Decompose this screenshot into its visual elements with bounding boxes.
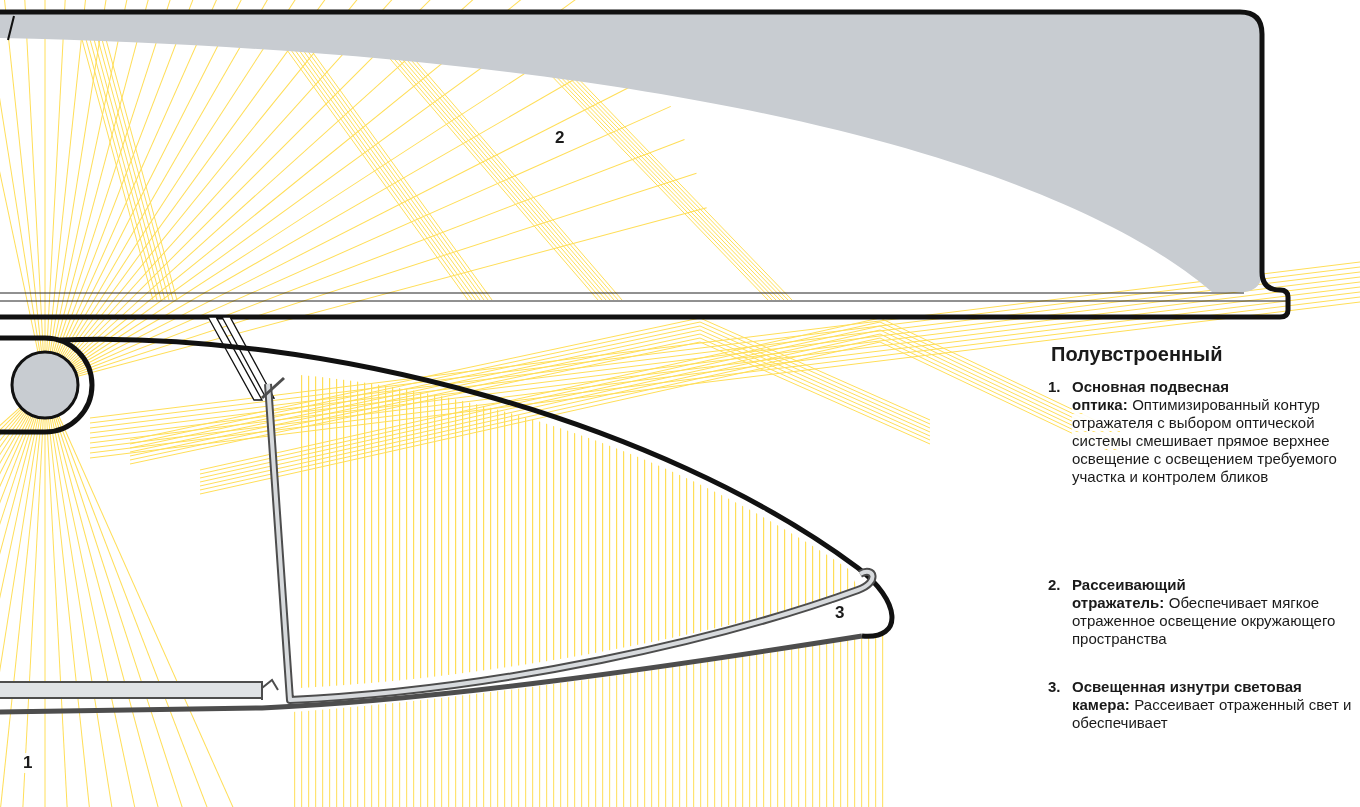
- ceiling-line: [0, 293, 1244, 294]
- list-item: 2. Рассеивающий отражатель:Обеспечивает м…: [1048, 576, 1352, 648]
- reflector: [268, 384, 873, 700]
- list-number: 3.: [1048, 678, 1061, 696]
- list-number: 2.: [1048, 576, 1061, 594]
- section-heading: Полувстроенный: [1048, 342, 1225, 366]
- list-text: Рассеивающий отражатель:Обеспечивает мяг…: [1072, 576, 1352, 648]
- list-item: 1. Основная подвесная оптика:Оптимизирова…: [1048, 378, 1352, 486]
- hangers: [208, 317, 274, 400]
- list-text: Основная подвесная оптика:Оптимизированн…: [1072, 378, 1352, 486]
- cut-mark: [8, 16, 14, 40]
- ceiling-cavity: [0, 12, 1262, 292]
- reflector-outline: [268, 384, 873, 700]
- ceiling-line: [0, 301, 1286, 302]
- lamp: [12, 352, 78, 418]
- panel-clip: [262, 680, 278, 700]
- ceiling: [0, 12, 1288, 317]
- callout-number: 2: [552, 128, 567, 148]
- chamber-light: [300, 375, 858, 688]
- list-number: 1.: [1048, 378, 1061, 396]
- housing-top: [60, 339, 892, 636]
- luminaire: [0, 338, 892, 712]
- lens-panel: [0, 682, 262, 698]
- callout-number: 1: [20, 753, 35, 773]
- lamp-housing: [0, 338, 92, 432]
- list-item: 3. Освещенная изнутри световая камера:Рас…: [1048, 678, 1352, 732]
- callout-number: 3: [832, 603, 847, 623]
- housing-bottom: [0, 636, 862, 712]
- list-text: Освещенная изнутри световая камера:Рассе…: [1072, 678, 1352, 732]
- ceiling-outline: [0, 12, 1288, 317]
- reflector-flange: [262, 378, 284, 398]
